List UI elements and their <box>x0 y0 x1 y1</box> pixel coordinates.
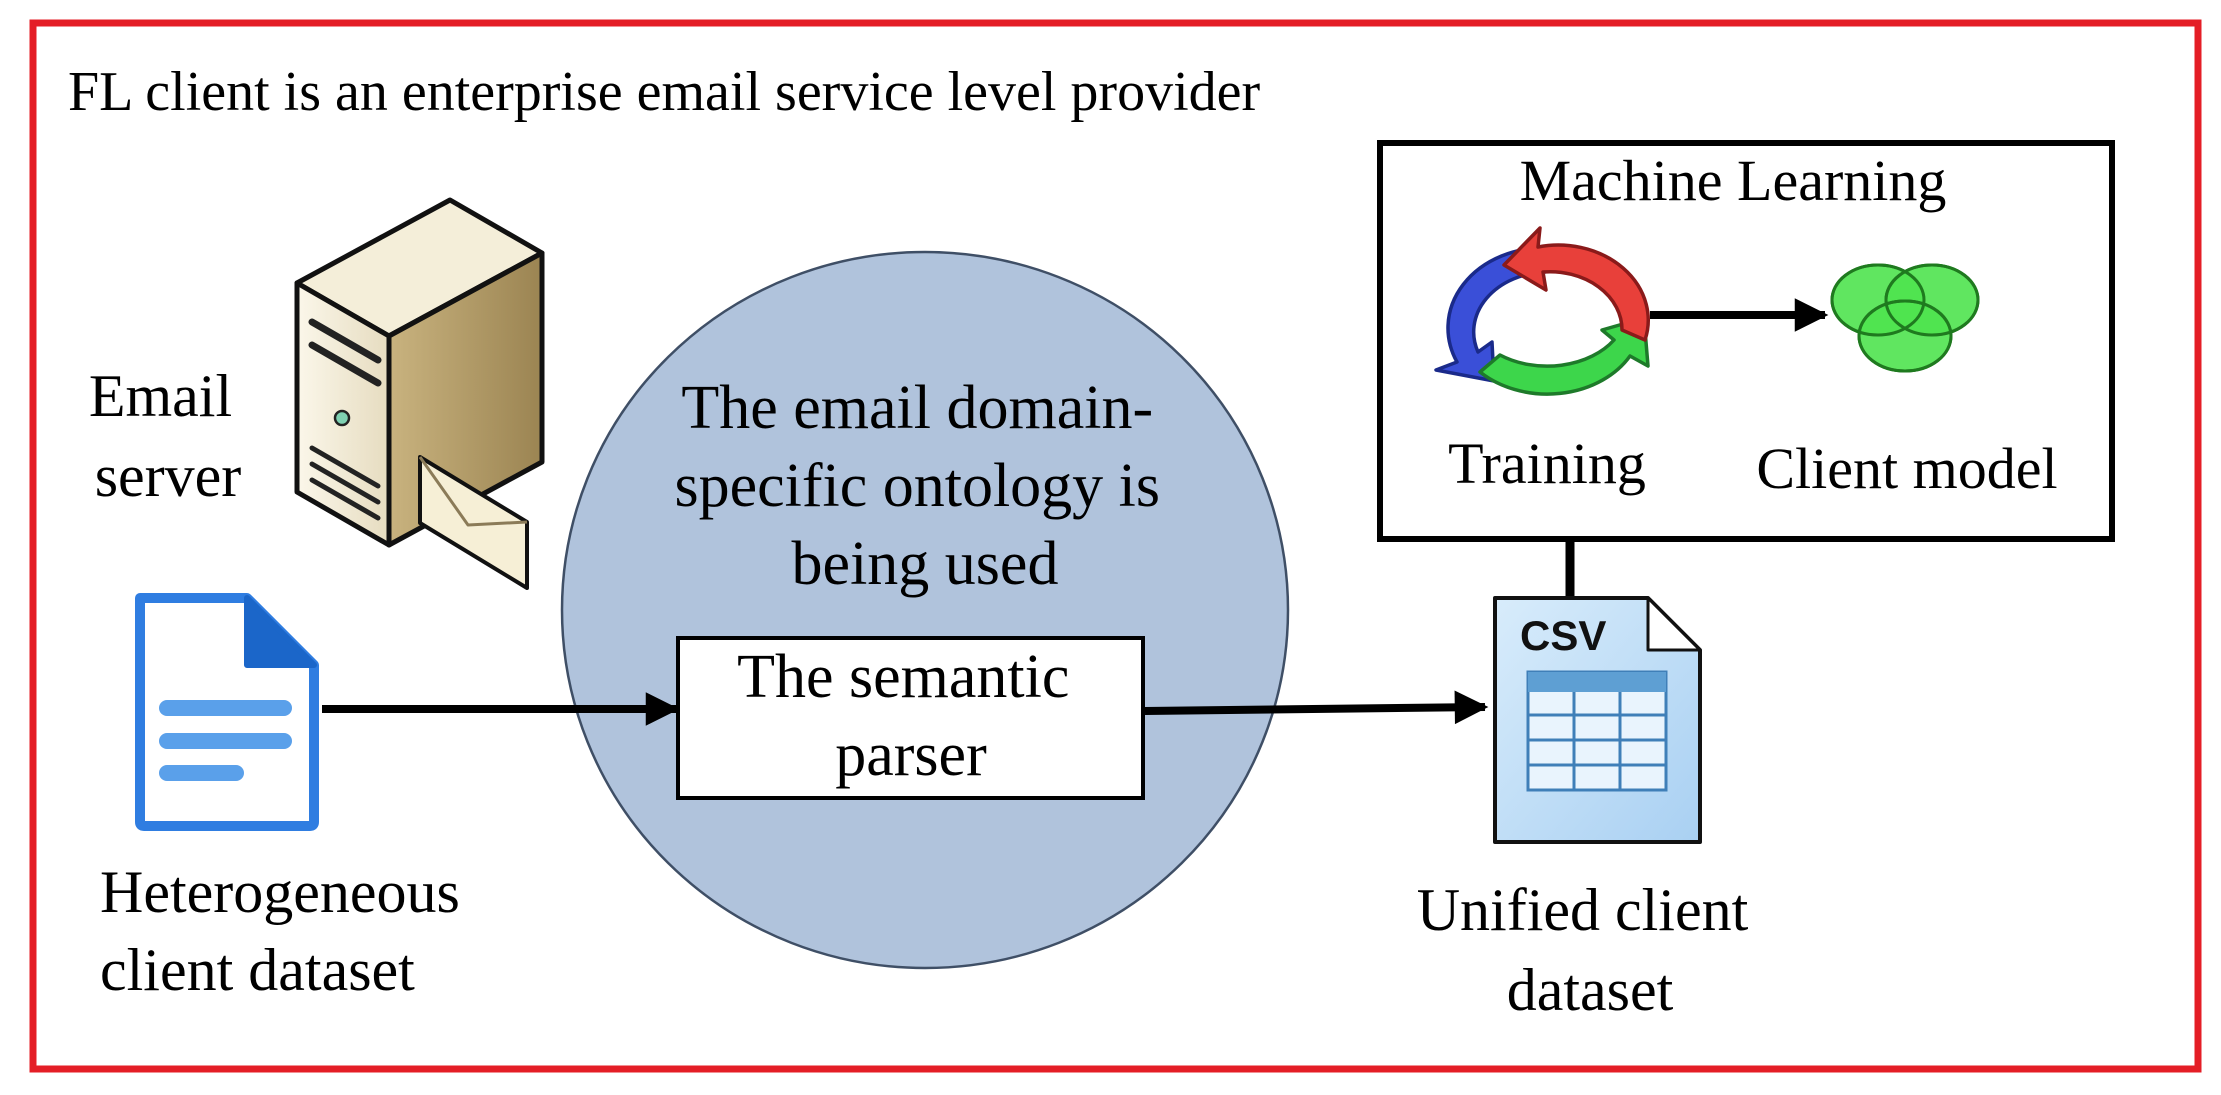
ontology-circle <box>560 250 1290 970</box>
machine-learning-title: Machine Learning <box>1520 148 1947 213</box>
training-cycle-icon <box>1434 226 1650 396</box>
unified-dataset-label: Unified client dataset <box>1417 877 1764 1023</box>
outer-frame <box>29 19 2202 1073</box>
arrow-parser-to-csv <box>1144 690 1489 725</box>
csv-file-icon <box>1493 596 1702 844</box>
document-icon <box>135 593 319 831</box>
client-model-label: Client model <box>1756 436 2057 501</box>
training-label: Training <box>1448 431 1646 496</box>
semantic-parser-box <box>676 636 1145 800</box>
email-server-label: Email server <box>89 363 247 509</box>
heterogeneous-dataset-label: Heterogeneous client dataset <box>100 859 475 1003</box>
csv-badge: CSV <box>1520 612 1606 659</box>
ontology-text: The email domain- specific ontology is b… <box>674 374 1175 598</box>
semantic-parser-label: The semantic parser <box>737 643 1085 789</box>
diagram-title: FL client is an enterprise email service… <box>68 61 1260 123</box>
envelope-icon <box>418 455 529 590</box>
machine-learning-box <box>1377 140 2115 542</box>
